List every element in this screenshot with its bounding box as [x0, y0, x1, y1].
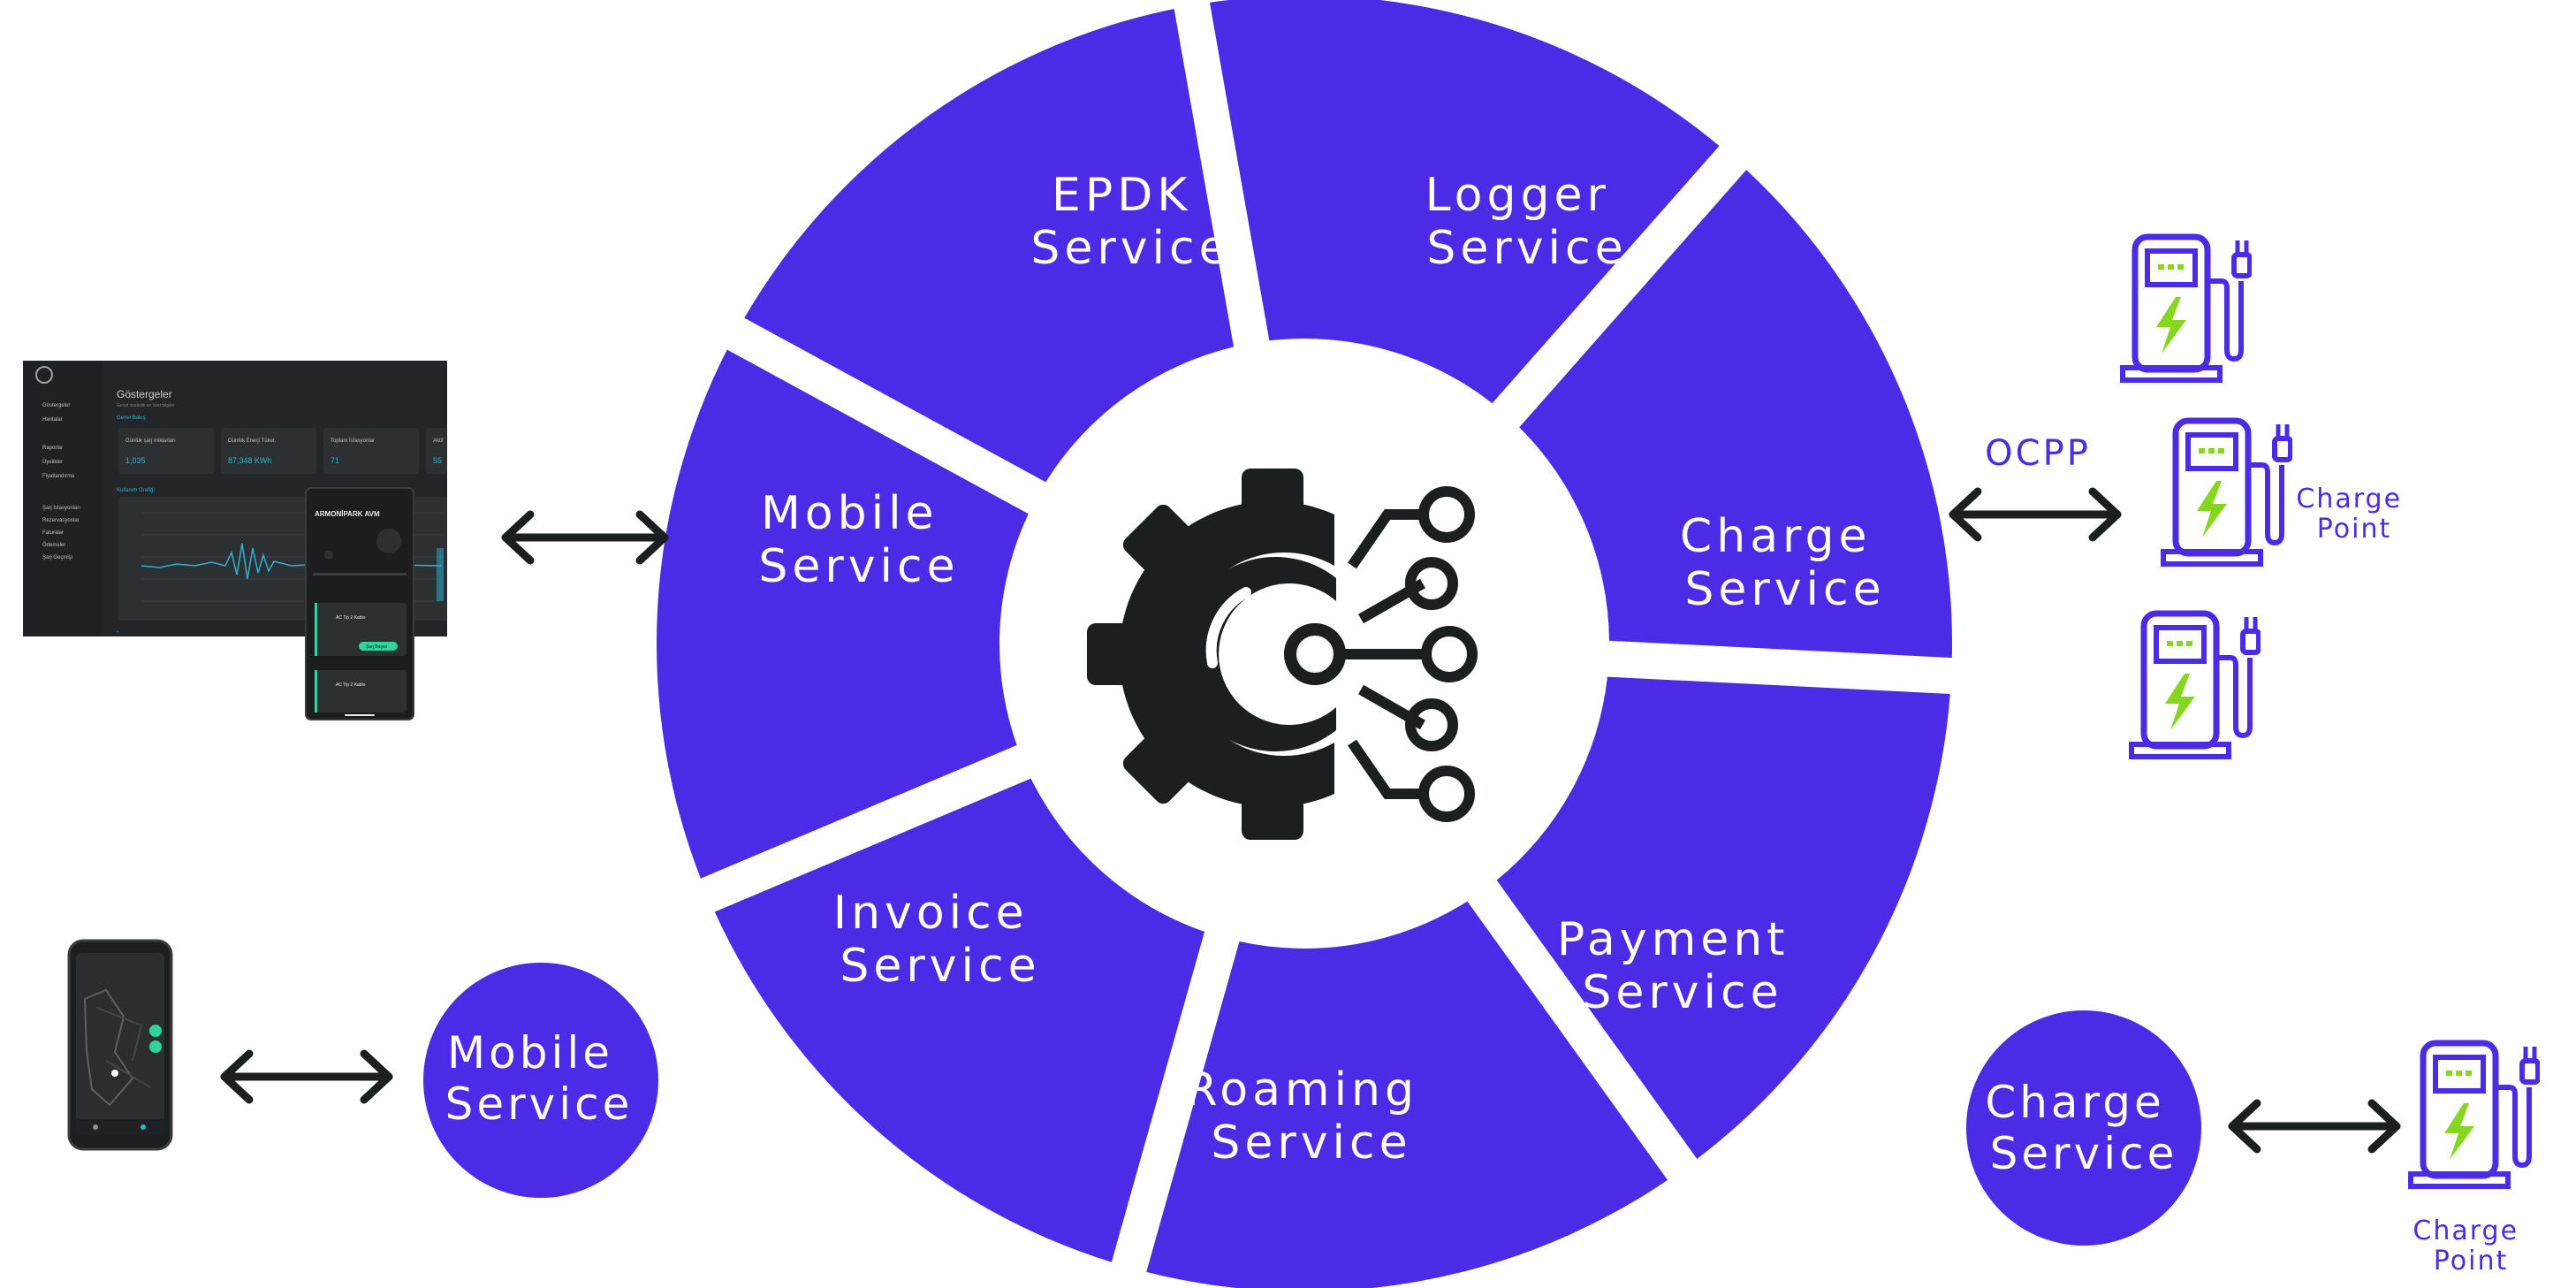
bottom-right-group: Charge Service Charge Point [1966, 1010, 2538, 1277]
stat-card-label: Günlük şarj miktarları [125, 438, 176, 444]
sidebar-item[interactable]: Şarj Geçmişi [42, 555, 72, 560]
stat-card [221, 428, 316, 474]
stat-card-value: 87,348 KWh [228, 456, 272, 465]
connector-card[interactable] [315, 670, 407, 713]
stat-card [323, 428, 419, 474]
ocpp-label: OCPP [1985, 433, 2091, 474]
sidebar-item[interactable]: Raporlar [42, 446, 63, 451]
charge-point-label: Charge Point [2296, 484, 2412, 545]
wheel-segment-charge [1496, 676, 1950, 1159]
dashboard-title: Göstergeler [117, 388, 172, 400]
svg-text:▪: ▪ [117, 629, 118, 635]
sidebar-item[interactable]: Haritalar [42, 417, 63, 423]
mobile-service-circle-label: Mobile Service [445, 1027, 634, 1130]
wheel-segment-payment [1146, 901, 1668, 1288]
connector-label: AC Tip 2 Kablo [336, 682, 366, 688]
sidebar-item[interactable]: Göstergeler [42, 403, 70, 408]
chart-title: Kullanım Grafiği [117, 488, 155, 493]
bottom-left-group: Mobile Service [67, 939, 658, 1198]
wheel-segment-mobile [744, 8, 1235, 483]
connector-label: AC Tip 2 Kablo [336, 615, 366, 621]
stat-card [118, 428, 214, 474]
start-charge-label: Şarj Başlat [366, 644, 388, 650]
segment-label-roaming: Roaming Service [1185, 1063, 1437, 1170]
sidebar-item[interactable]: Ödemeler [42, 542, 65, 548]
segment-label-logger: Logger Service [1425, 169, 1630, 275]
gear-circuit-icon [1087, 469, 1478, 840]
charge-service-to-charge-point-arrow [2228, 1099, 2401, 1154]
service-wheel: EPDK Service Logger Service Charge Servi… [657, 0, 1952, 1288]
charge-service-to-charge-point-arrow [1949, 487, 2122, 542]
charge-point-group: OCPP Charge Point [1985, 237, 2412, 757]
dashboard-to-mobile-service-arrow [501, 510, 669, 565]
stat-card-value: 55 [433, 456, 442, 465]
dashboard-section: Genel Bakış [117, 415, 146, 421]
sidebar-item[interactable]: Faturalar [42, 530, 64, 536]
logo-icon [35, 366, 53, 384]
phone-app-screenshot: ARMONİPARK AVM AC Tip 2 Kablo Şarj Başla… [305, 487, 414, 720]
wheel-segment-roaming [714, 778, 1205, 1262]
station-avatar-icon [376, 529, 401, 553]
segment-label-payment: Payment Service [1557, 913, 1808, 1019]
segment-label-epdk: EPDK Service [1030, 169, 1231, 275]
charge-service-circle [1966, 1010, 2201, 1246]
wheel-segments [657, 0, 1952, 1288]
sidebar-item[interactable]: Rezervasyonlar [42, 518, 80, 523]
charge-service-circle-label: Charge Service [1985, 1077, 2182, 1179]
sidebar-item[interactable]: Fiyatlandırma [42, 474, 75, 479]
mobile-service-circle [423, 963, 658, 1198]
wheel-segment-invoice [657, 349, 1029, 879]
start-charge-button[interactable] [359, 642, 398, 651]
ev-charger-icon [2163, 421, 2291, 564]
ev-charger-icon [2411, 1043, 2538, 1186]
phone-to-mobile-service-arrow [220, 1049, 393, 1104]
ev-charger-icon [2123, 237, 2250, 380]
dashboard-subtitle: Genel istatistik ve özet bilgiler [117, 403, 175, 408]
segment-label-charge: Charge Service [1680, 510, 1890, 616]
stat-card-value: 71 [331, 456, 339, 465]
stat-card-label: Toplam İstasyonlar [331, 438, 375, 444]
wheel-segment-epdk [1209, 0, 1720, 404]
phone-station-title: ARMONİPARK AVM [315, 510, 380, 518]
stat-card-value: 1,035 [125, 456, 146, 465]
stat-card-label: Aktif [433, 438, 444, 444]
wheel-segment-logger [1519, 170, 1952, 659]
sidebar-item[interactable]: Şarj İstasyonları [42, 505, 80, 511]
sidebar-item[interactable]: Üyelikler [42, 459, 63, 465]
ev-charger-icon [2131, 614, 2259, 757]
arrows [220, 487, 2401, 1154]
charge-point-label: Charge Point [2413, 1216, 2528, 1277]
stat-card [426, 428, 447, 474]
segment-label-invoice: Invoice Service [833, 887, 1047, 993]
stat-card-label: Günlük Enerji Tüket. [228, 438, 277, 444]
segment-label-mobile: Mobile Service [758, 487, 959, 593]
smartphone-map-icon [67, 939, 173, 1151]
admin-dashboard-screenshot: Göstergeler Haritalar Raporlar Üyelikler… [23, 361, 447, 720]
